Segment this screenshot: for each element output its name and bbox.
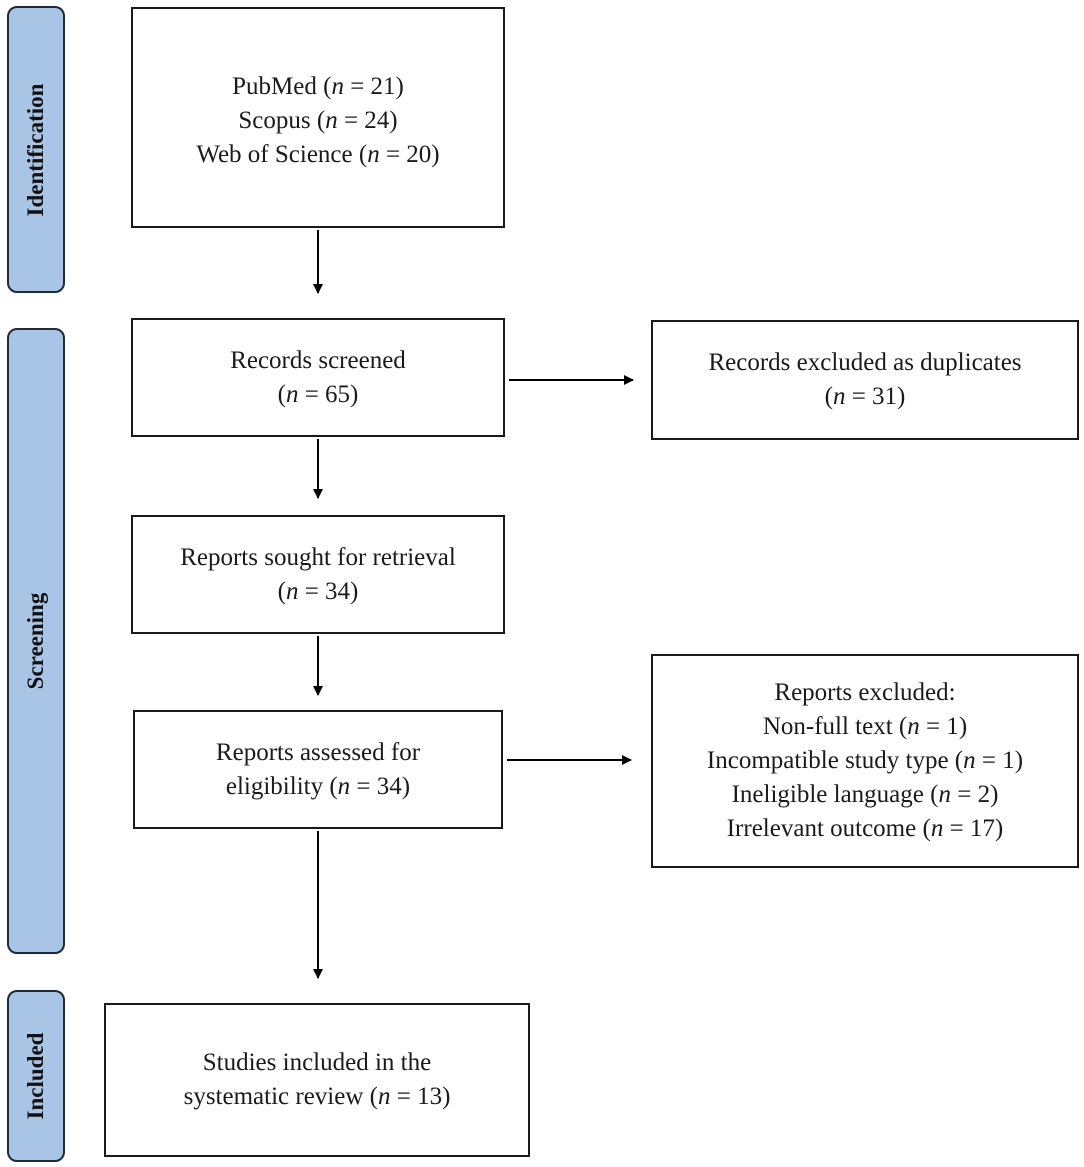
records-screened-box: Records screened (n = 65) xyxy=(131,318,505,437)
reports-assessed-box: Reports assessed for eligibility (n = 34… xyxy=(133,710,503,829)
studies-included-title: Studies included in the xyxy=(202,1049,432,1076)
reports-assessed-count: eligibility (n = 34) xyxy=(225,772,411,800)
web-of-science-count: Web of Science (n = 20) xyxy=(196,140,440,168)
exclusion-reason: Incompatible study type (n = 1) xyxy=(706,747,1024,774)
exclusion-reason: Irrelevant outcome (n = 17) xyxy=(726,815,1004,842)
phase-screening: Screening xyxy=(7,328,65,954)
reports-assessed-title: Reports assessed for xyxy=(215,738,421,766)
duplicates-excluded-title: Records excluded as duplicates xyxy=(708,349,1022,376)
duplicates-excluded-box: Records excluded as duplicates (n = 31) xyxy=(651,320,1079,440)
reports-sought-count: (n = 34) xyxy=(277,577,359,605)
records-screened-count: (n = 65) xyxy=(277,380,359,408)
scopus-count: Scopus (n = 24) xyxy=(238,106,398,134)
reports-excluded-box: Reports excluded: Non-full text (n = 1) … xyxy=(651,654,1079,868)
reports-excluded-title: Reports excluded: xyxy=(774,679,956,706)
studies-included-box: Studies included in the systematic revie… xyxy=(104,1003,530,1157)
phase-identification: Identification xyxy=(7,6,65,293)
pubmed-count: PubMed (n = 21) xyxy=(232,72,404,100)
records-screened-title: Records screened xyxy=(230,346,406,374)
phase-included: Included xyxy=(7,990,65,1162)
duplicates-excluded-count: (n = 31) xyxy=(824,383,906,410)
reports-sought-title: Reports sought for retrieval xyxy=(180,543,456,571)
studies-included-count: systematic review (n = 13) xyxy=(183,1083,451,1110)
databases-box: PubMed (n = 21) Scopus (n = 24) Web of S… xyxy=(131,7,505,228)
exclusion-reason: Ineligible language (n = 2) xyxy=(731,781,999,808)
reports-sought-box: Reports sought for retrieval (n = 34) xyxy=(131,515,505,634)
exclusion-reason: Non-full text (n = 1) xyxy=(762,713,968,740)
